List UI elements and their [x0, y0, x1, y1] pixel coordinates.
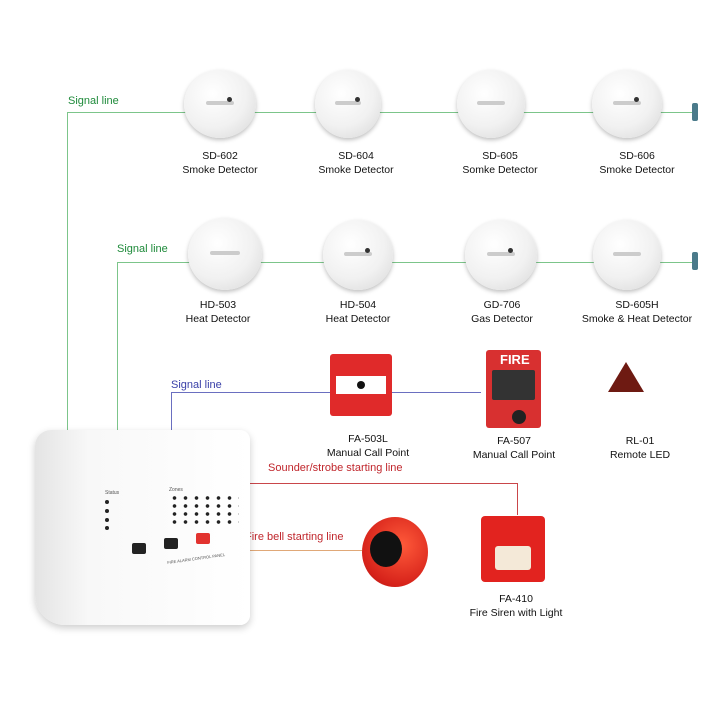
name: Manual Call Point — [326, 447, 410, 459]
smoke-detector-sd605 — [457, 70, 525, 138]
signal-line-1-vertical — [67, 112, 68, 430]
fire-label: FIRE — [500, 352, 530, 367]
fa503l-caption: FA-503L Manual Call Point — [293, 432, 443, 460]
name: Manual Call Point — [472, 449, 556, 461]
zones-label: Zones — [169, 487, 183, 493]
smoke-heat-detector-sd605h — [593, 220, 661, 290]
model: HD-504 — [339, 299, 377, 311]
heat-detector-hd503 — [188, 218, 262, 290]
model: RL-01 — [625, 435, 655, 447]
bell-face — [370, 531, 402, 567]
smoke-detector-sd604 — [315, 70, 381, 138]
sounder-line-label: Sounder/strobe starting line — [268, 462, 403, 474]
status-label: Status — [105, 490, 120, 496]
model: HD-503 — [199, 299, 237, 311]
gas-detector-gd706 — [465, 220, 537, 290]
name: Remote LED — [609, 449, 671, 461]
status-led — [105, 518, 109, 522]
model: SD-604 — [338, 150, 374, 162]
heat-detector-hd504 — [323, 220, 393, 290]
name: Smoke Detector — [182, 164, 258, 176]
silence-button[interactable] — [164, 538, 178, 549]
name: Smoke Detector — [599, 164, 675, 176]
strobe-lens — [495, 546, 531, 570]
status-led — [105, 500, 109, 504]
status-led — [105, 509, 109, 513]
panel-title: FIRE ALARM CONTROL PANEL — [166, 551, 226, 566]
name: Smoke Detector — [318, 164, 394, 176]
manual-call-point-fa507: FIRE — [486, 350, 541, 428]
signal-line-1-label: Signal line — [68, 95, 119, 107]
smoke-detector-sd606 — [592, 70, 662, 138]
name: Gas Detector — [471, 313, 533, 325]
manual-call-point-fa503l — [330, 354, 392, 416]
model: SD-606 — [619, 150, 655, 162]
resistor-icon — [692, 103, 698, 121]
sounder-line-drop — [517, 483, 518, 515]
model: SD-605H — [615, 299, 659, 311]
evacuate-button[interactable] — [196, 533, 210, 544]
model: FA-507 — [497, 435, 531, 447]
model: FA-410 — [499, 593, 533, 605]
name: Fire Siren with Light — [469, 607, 563, 619]
status-led — [105, 526, 109, 530]
model: SD-602 — [202, 150, 238, 162]
signal-line-3-vertical — [171, 392, 172, 430]
zone-leds — [169, 494, 239, 528]
sd605h-caption: SD-605H Smoke & Heat Detector — [562, 298, 712, 326]
signal-line-2-horizontal — [117, 262, 695, 263]
fire-alarm-control-panel: Status Zones FIRE ALARM CONTROL PANEL — [35, 430, 250, 625]
remote-led-triangle — [608, 362, 644, 392]
signal-line-3-label: Signal line — [171, 379, 222, 391]
name: Heat Detector — [325, 313, 391, 325]
model: GD-706 — [483, 299, 521, 311]
signal-line-2-label: Signal line — [117, 243, 168, 255]
bell-line-label: Fire bell starting line — [245, 531, 344, 543]
resistor-icon — [692, 252, 698, 270]
signal-line-3-horizontal — [171, 392, 481, 393]
bell-line — [250, 550, 362, 551]
name: Heat Detector — [185, 313, 251, 325]
press-dot-icon — [357, 381, 365, 389]
smoke-detector-sd602 — [184, 70, 256, 138]
signal-line-1-horizontal — [67, 112, 695, 113]
name: Smoke & Heat Detector — [581, 313, 693, 325]
key-icon — [512, 410, 526, 424]
model: FA-503L — [348, 433, 388, 445]
fire-bell — [362, 517, 428, 587]
reset-button[interactable] — [132, 543, 146, 554]
pull-handle — [492, 370, 535, 400]
fire-siren-fa410 — [481, 516, 545, 582]
model: SD-605 — [482, 150, 518, 162]
name: Somke Detector — [462, 164, 538, 176]
signal-line-2-vertical — [117, 262, 118, 430]
sounder-line — [250, 483, 518, 484]
